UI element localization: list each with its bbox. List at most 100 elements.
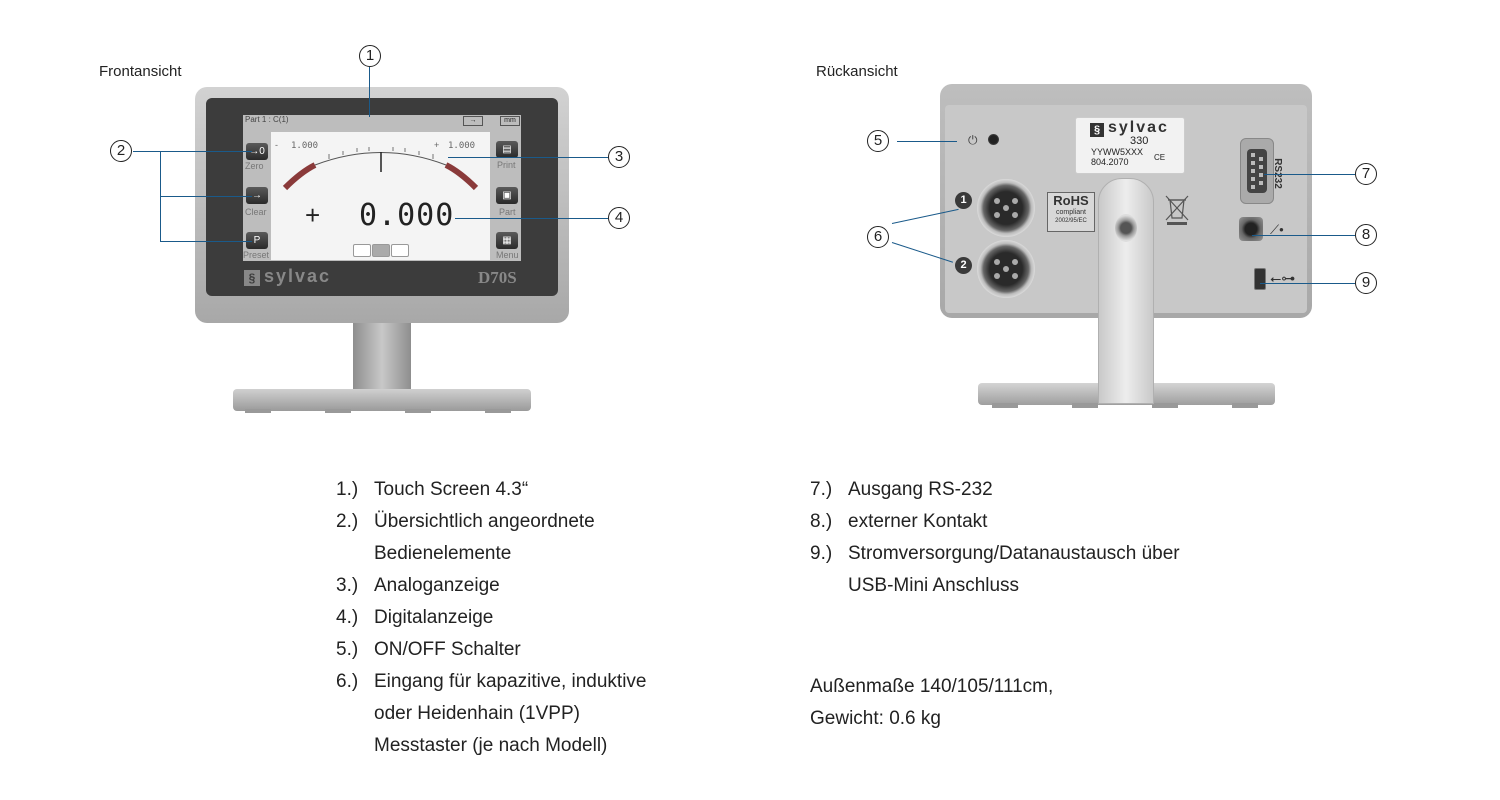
reading-sign: +: [305, 200, 321, 230]
part-softkey[interactable]: ▣: [496, 187, 518, 204]
power-switch[interactable]: [988, 134, 999, 145]
leader-2-preset: [160, 241, 252, 242]
back-stand-bracket: [1098, 178, 1154, 404]
scale-left-value: 1.000: [291, 141, 319, 151]
front-brand: sylvac: [264, 266, 332, 286]
callout-8: 8: [1355, 224, 1377, 246]
switch-contact-icon: ⟋•: [1270, 222, 1284, 237]
rohs-mark: RoHS compliant 2002/95/EC: [1047, 192, 1095, 232]
spec-weight: Gewicht: 0.6 kg: [810, 708, 941, 729]
touch-screen[interactable]: Part 1 : C(1) → mm - 1.000 + 1.000 +: [243, 115, 521, 261]
scale-plus: +: [434, 140, 440, 150]
leader-4: [455, 218, 608, 219]
rohs-sub: compliant: [1056, 209, 1086, 216]
menu-softkey-label: Menu: [496, 250, 519, 260]
zero-softkey[interactable]: →0: [246, 143, 268, 160]
analog-arc-red-right: [444, 162, 479, 191]
rohs-title: RoHS: [1053, 193, 1089, 208]
front-view-label: Frontansicht: [99, 63, 182, 80]
callout-1: 1: [359, 45, 381, 67]
back-ce-mark: CE: [1154, 153, 1166, 162]
feature-9: 9.)Stromversorgung/Datanaustausch über: [810, 543, 1180, 564]
back-brand-icon: §: [1090, 123, 1104, 137]
front-stand-feet: [245, 409, 519, 413]
back-view-label: Rückansicht: [816, 63, 898, 80]
probe-input-1[interactable]: [977, 179, 1035, 237]
usb-mini-port[interactable]: [1254, 268, 1266, 290]
analog-scale: [282, 147, 479, 191]
scale-minus: -: [275, 140, 278, 150]
power-icon: ⏻: [968, 133, 978, 147]
analog-arc-red-left: [282, 162, 317, 191]
scale-right-value: 1.000: [448, 141, 476, 151]
back-article: 804.2070: [1091, 157, 1129, 167]
callout-4: 4: [608, 207, 630, 229]
back-brand: sylvac: [1108, 119, 1169, 136]
clear-softkey[interactable]: →: [246, 187, 268, 204]
front-model: D70S: [478, 268, 517, 287]
input-1-badge: 1: [955, 192, 972, 209]
callout-9: 9: [1355, 272, 1377, 294]
leader-2-zero: [160, 151, 252, 152]
callout-6: 6: [867, 226, 889, 248]
zero-softkey-label: Zero: [245, 161, 264, 171]
page-dot-2[interactable]: [372, 244, 390, 257]
callout-3: 3: [608, 146, 630, 168]
rs232-port[interactable]: [1240, 138, 1274, 204]
screen-status-text: Part 1 : C(1): [245, 115, 289, 124]
leader-1: [369, 67, 370, 117]
front-brand-logo-icon: §: [244, 270, 260, 286]
feature-5: 5.)ON/OFF Schalter: [336, 639, 521, 660]
back-serial: YYWW5XXX: [1091, 147, 1144, 157]
feature-4: 4.)Digitalanzeige: [336, 607, 494, 628]
input-2-badge: 2: [955, 257, 972, 274]
feature-9-cont: USB-Mini Anschluss: [848, 575, 1020, 596]
page-dot-1[interactable]: [353, 244, 371, 257]
spec-dimensions: Außenmaße 140/105/111cm,: [810, 676, 1054, 697]
feature-2: 2.)Übersichtlich angeordnete: [336, 511, 595, 532]
external-contact-jack[interactable]: [1239, 217, 1263, 241]
print-softkey-label: Print: [497, 160, 516, 170]
feature-list-left: 1.)Touch Screen 4.3“ 2.)Übersichtlich an…: [336, 474, 647, 762]
leader-2-clear: [160, 196, 252, 197]
back-product-label: § sylvac 330 YYWW5XXX CE 804.2070: [1075, 117, 1185, 174]
leader-8: [1252, 235, 1355, 236]
leader-3: [448, 157, 608, 158]
digital-reading: 0.000: [359, 198, 455, 233]
page-indicator[interactable]: [353, 244, 409, 257]
probe-input-2[interactable]: [977, 240, 1035, 298]
bracket-screw: [1115, 214, 1137, 242]
print-softkey[interactable]: ▤: [496, 141, 518, 158]
callout-2: 2: [110, 140, 132, 162]
callout-5: 5: [867, 130, 889, 152]
analog-ticks: [328, 147, 434, 159]
leader-5: [897, 141, 957, 142]
feature-3: 3.)Analoganzeige: [336, 575, 500, 596]
callout-7: 7: [1355, 163, 1377, 185]
leader-2-h: [133, 151, 161, 152]
feature-7: 7.)Ausgang RS-232: [810, 479, 993, 500]
specs: Außenmaße 140/105/111cm, Gewicht: 0.6 kg: [810, 671, 1053, 735]
clear-softkey-label: Clear: [245, 207, 267, 217]
feature-6-cont-1: oder Heidenhain (1VPP): [374, 703, 580, 724]
preset-softkey-label: Preset: [243, 250, 270, 260]
back-model-number: 330: [1130, 135, 1149, 147]
leader-7: [1264, 174, 1355, 175]
weee-bin-icon: [1165, 195, 1189, 225]
display-area: - 1.000 + 1.000 + 0.000: [271, 132, 490, 260]
leader-9: [1260, 283, 1355, 284]
page-dot-3[interactable]: [391, 244, 409, 257]
feature-2-cont: Bedienelemente: [374, 543, 512, 564]
feature-list-right: 7.)Ausgang RS-232 8.)externer Kontakt 9.…: [810, 474, 1180, 602]
menu-softkey[interactable]: ▦: [496, 232, 518, 249]
rohs-norm: 2002/95/EC: [1055, 218, 1087, 224]
feature-6: 6.)Eingang für kapazitive, induktive: [336, 671, 647, 692]
feature-1: 1.)Touch Screen 4.3“: [336, 479, 529, 500]
feature-8: 8.)externer Kontakt: [810, 511, 988, 532]
preset-softkey[interactable]: P: [246, 232, 268, 249]
part-softkey-label: Part: [499, 207, 516, 217]
screen-status-icon: →: [463, 116, 483, 126]
front-stand-column: [353, 318, 411, 394]
feature-6-cont-2: Messtaster (je nach Modell): [374, 735, 608, 756]
back-stand-feet: [992, 403, 1262, 408]
